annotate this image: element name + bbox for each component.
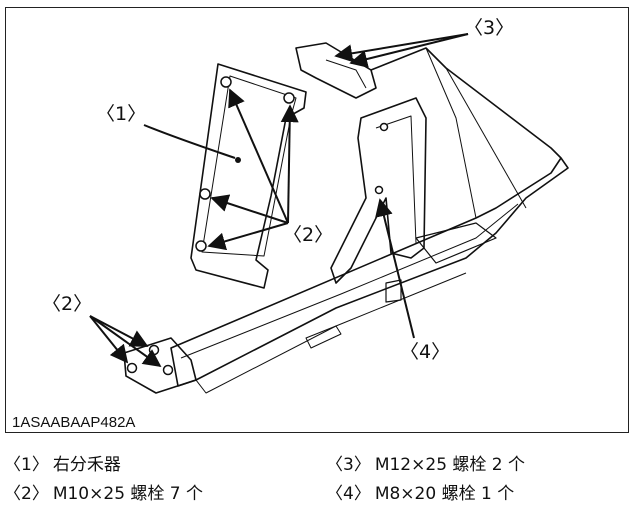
mount-foot bbox=[123, 337, 197, 394]
bolt-hole bbox=[379, 122, 389, 132]
leader-line-2 bbox=[89, 315, 129, 364]
leader-line-2 bbox=[210, 194, 289, 224]
leader-line-1 bbox=[143, 124, 236, 159]
legend-item-4: 〈4〉M8×20 螺栓 1 个 bbox=[326, 483, 514, 505]
leader-line-2 bbox=[207, 222, 289, 251]
legend-item-1: 〈1〉右分禾器 bbox=[4, 454, 121, 476]
legend-number: 〈2〉 bbox=[4, 484, 49, 504]
legend-number: 〈1〉 bbox=[4, 455, 49, 475]
leader-line-2 bbox=[89, 315, 162, 368]
vertical-bracket bbox=[330, 97, 427, 284]
leader-line-2 bbox=[228, 88, 289, 224]
bolt-hole bbox=[199, 188, 211, 200]
leader-line-4 bbox=[375, 198, 415, 339]
leader-line-3 bbox=[349, 33, 469, 68]
bolt-hole bbox=[162, 364, 174, 376]
bolt-hole bbox=[374, 185, 384, 195]
callout-4: 〈4〉 bbox=[400, 341, 451, 363]
bolt-hole bbox=[148, 344, 160, 356]
callout-2-top: 〈2〉 bbox=[283, 224, 334, 246]
legend-text: M10×25 螺栓 7 个 bbox=[52, 484, 204, 504]
legend-number: 〈4〉 bbox=[326, 484, 371, 504]
callout-2-left: 〈2〉 bbox=[42, 293, 93, 315]
figure-frame: 〈1〉 〈2〉 〈2〉 〈3〉 〈4〉 1ASAABAAP482A bbox=[5, 7, 629, 433]
leader-line-2 bbox=[89, 315, 149, 347]
divider-assembly-drawing bbox=[89, 33, 569, 394]
legend-item-3: 〈3〉M12×25 螺栓 2 个 bbox=[326, 454, 525, 476]
legend-text: 右分禾器 bbox=[52, 455, 121, 475]
legend-number: 〈3〉 bbox=[326, 455, 371, 475]
bolt-hole bbox=[220, 76, 232, 88]
legend-text: M12×25 螺栓 2 个 bbox=[374, 455, 526, 475]
bolt-hole bbox=[195, 240, 207, 252]
callout-1: 〈1〉 bbox=[96, 103, 147, 125]
legend-text: M8×20 螺栓 1 个 bbox=[374, 484, 515, 504]
bolt-hole bbox=[283, 92, 295, 104]
frame-rail bbox=[170, 157, 569, 387]
legend-item-2: 〈2〉M10×25 螺栓 7 个 bbox=[4, 483, 203, 505]
leader-line-3 bbox=[334, 33, 469, 63]
callout-3: 〈3〉 bbox=[464, 17, 515, 39]
leader-line-2 bbox=[280, 104, 299, 224]
figure-code: 1ASAABAAP482A bbox=[12, 414, 136, 431]
bolt-hole bbox=[126, 362, 138, 374]
divider-plate bbox=[190, 63, 307, 289]
